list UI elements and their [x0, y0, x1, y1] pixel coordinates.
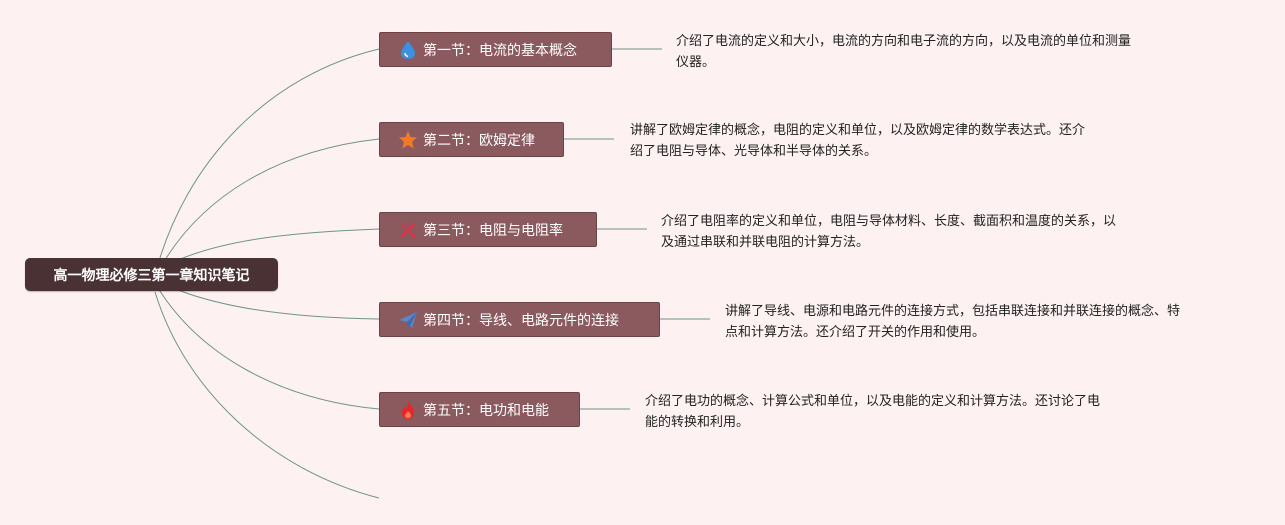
tools-icon	[397, 219, 419, 241]
branch-line-3	[177, 228, 380, 261]
description-line: 仪器。	[676, 55, 716, 70]
topic-description-1: 介绍了电流的定义和大小，电流的方向和电子流的方向，以及电流的单位和测量 仪器。	[676, 31, 1131, 73]
topic-section-3[interactable]: 第三节：电阻与电阻率	[379, 212, 597, 247]
paper-plane-icon	[397, 309, 419, 331]
topic-description-5: 介绍了电功的概念、计算公式和单位，以及电能的定义和计算方法。还讨论了电 能的转换…	[645, 391, 1100, 433]
topic-section-1[interactable]: 第一节：电流的基本概念	[379, 32, 612, 67]
topic-label: 第五节：电功和电能	[423, 402, 549, 419]
description-line: 介绍了电阻率的定义和单位，电阻与导体材料、长度、截面积和温度的关系，以	[661, 214, 1117, 229]
topic-label: 第四节：导线、电路元件的连接	[423, 312, 619, 329]
topic-description-3: 介绍了电阻率的定义和单位，电阻与导体材料、长度、截面积和温度的关系，以 及通过串…	[661, 211, 1116, 253]
description-line: 绍了电阻与导体、光导体和半导体的关系。	[630, 144, 878, 159]
topic-label: 第二节：欧姆定律	[423, 132, 535, 149]
topic-label: 第一节：电流的基本概念	[423, 42, 577, 59]
topic-description-4: 讲解了导线、电源和电路元件的连接方式，包括串联连接和并联连接的概念、特 点和计算…	[725, 301, 1180, 343]
description-line: 讲解了导线、电源和电路元件的连接方式，包括串联连接和并联连接的概念、特	[725, 304, 1181, 319]
branch-line-2	[157, 138, 380, 273]
topic-section-5[interactable]: 第五节：电功和电能	[379, 392, 580, 427]
description-line: 介绍了电功的概念、计算公式和单位，以及电能的定义和计算方法。还讨论了电	[645, 394, 1101, 409]
topic-description-2: 讲解了欧姆定律的概念，电阻的定义和单位，以及欧姆定律的数学表达式。还介 绍了电阻…	[630, 120, 1085, 162]
branch-line-5	[157, 287, 380, 410]
topic-section-2[interactable]: 第二节：欧姆定律	[379, 122, 564, 157]
root-topic[interactable]: 高一物理必修三第一章知识笔记	[25, 258, 278, 291]
description-line: 能的转换和利用。	[645, 415, 750, 430]
description-line: 点和计算方法。还介绍了开关的作用和使用。	[725, 325, 986, 340]
branch-line-6	[154, 291, 380, 499]
branch-line-1	[154, 48, 380, 276]
description-line: 介绍了电流的定义和大小，电流的方向和电子流的方向，以及电流的单位和测量	[676, 34, 1132, 49]
water-drop-icon	[397, 39, 419, 61]
description-line: 及通过串联和并联电阻的计算方法。	[661, 235, 870, 250]
star-icon	[397, 129, 419, 151]
topic-label: 第三节：电阻与电阻率	[423, 222, 563, 239]
branch-line-4	[177, 289, 380, 320]
topic-section-4[interactable]: 第四节：导线、电路元件的连接	[379, 302, 660, 337]
description-line: 讲解了欧姆定律的概念，电阻的定义和单位，以及欧姆定律的数学表达式。还介	[630, 123, 1086, 138]
root-topic-label: 高一物理必修三第一章知识笔记	[53, 267, 250, 284]
fire-icon	[397, 399, 419, 421]
